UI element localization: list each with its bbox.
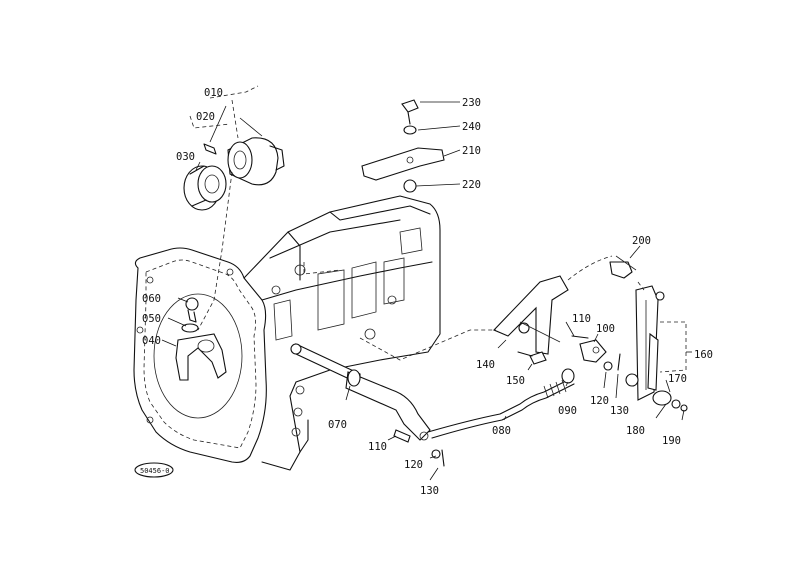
label-190: 190 xyxy=(662,435,681,447)
label-230: 230 xyxy=(462,97,481,109)
small-fasteners xyxy=(393,429,445,467)
label-050: 050 xyxy=(142,313,161,325)
clutch-pedal-arm xyxy=(609,255,688,412)
label-010: 010 xyxy=(204,87,223,99)
label-170: 170 xyxy=(668,373,687,385)
top-bracket-assembly xyxy=(361,99,445,193)
label-100: 100 xyxy=(596,323,615,335)
label-120-lower: 120 xyxy=(404,459,423,471)
diagram-code-text: 50456-0 xyxy=(140,467,170,475)
label-110-lower: 110 xyxy=(368,441,387,453)
label-080: 080 xyxy=(492,425,511,437)
label-240: 240 xyxy=(462,121,481,133)
label-180: 180 xyxy=(626,425,645,437)
release-fork xyxy=(175,297,227,381)
label-200: 200 xyxy=(632,235,651,247)
label-120-right: 120 xyxy=(590,395,609,407)
label-070: 070 xyxy=(328,419,347,431)
diagram-code-stamp: 50456-0 xyxy=(134,462,174,478)
release-bearing-assembly xyxy=(183,137,285,211)
label-110-upper: 110 xyxy=(572,313,591,325)
label-140: 140 xyxy=(476,359,495,371)
label-130-lower: 130 xyxy=(420,485,439,497)
part-labels: 010 020 030 040 050 060 070 080 090 100 … xyxy=(142,87,713,497)
label-030: 030 xyxy=(176,151,195,163)
transmission-housing xyxy=(133,195,441,471)
label-060: 060 xyxy=(142,293,161,305)
label-130-right: 130 xyxy=(610,405,629,417)
label-220: 220 xyxy=(462,179,481,191)
label-040: 040 xyxy=(142,335,161,347)
label-150: 150 xyxy=(506,375,525,387)
label-020: 020 xyxy=(196,111,215,123)
label-090: 090 xyxy=(558,405,577,417)
label-160: 160 xyxy=(694,349,713,361)
label-210: 210 xyxy=(462,145,481,157)
release-shaft xyxy=(290,343,431,441)
leader-lines xyxy=(161,85,692,481)
pedal-bracket xyxy=(493,275,621,371)
clutch-rod xyxy=(427,368,575,439)
